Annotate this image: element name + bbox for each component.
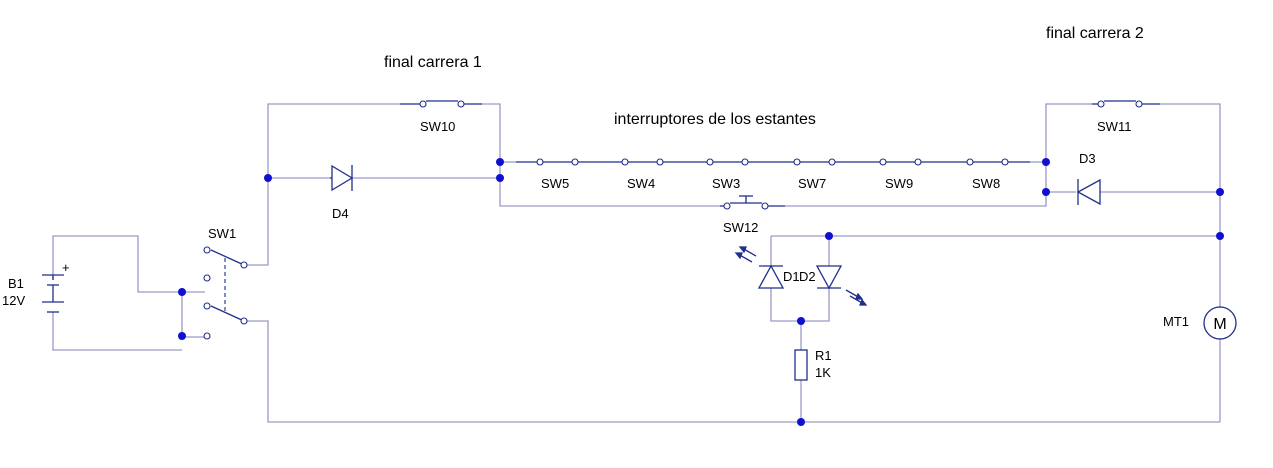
d1-label: D1 — [783, 269, 800, 284]
switch-sw11: SW11 — [1092, 100, 1160, 134]
d2-label: D2 — [799, 269, 816, 284]
motor-mt1: M MT1 — [1163, 306, 1237, 340]
sw7-label: SW7 — [798, 176, 826, 191]
sw5-label: SW5 — [541, 176, 569, 191]
d3-label: D3 — [1079, 151, 1096, 166]
sw4-label: SW4 — [627, 176, 655, 191]
battery-label: B1 — [8, 276, 24, 291]
r1-value: 1K — [815, 365, 831, 380]
switch-sw5: SW5 — [536, 158, 579, 191]
diode-d4: D4 — [330, 164, 354, 221]
switch-sw4: SW4 — [621, 158, 664, 191]
d4-label: D4 — [332, 206, 349, 221]
resistor-r1: R1 1K — [794, 348, 832, 381]
battery-plus-sign: + — [62, 260, 70, 275]
diode-d3: D3 — [1076, 151, 1101, 206]
shelf-switch-chain: SW5 SW4 SW3 SW7 SW9 SW8 — [516, 158, 1030, 191]
sw1-label: SW1 — [208, 226, 236, 241]
switch-sw3: SW3 — [706, 158, 749, 191]
sw3-label: SW3 — [712, 176, 740, 191]
pushbutton-sw12: SW12 — [720, 195, 785, 235]
junction-dots — [178, 158, 1224, 426]
switch-sw10: SW10 — [400, 100, 482, 134]
sw9-label: SW9 — [885, 176, 913, 191]
wires — [52, 103, 1221, 423]
led-d1: D1 — [734, 246, 800, 289]
limit-switch-2-title: final carrera 2 — [1046, 25, 1144, 42]
switch-sw9: SW9 — [879, 158, 922, 191]
battery-voltage: 12V — [2, 293, 25, 308]
switch-sw7: SW7 — [793, 158, 836, 191]
limit-switch-1-title: final carrera 1 — [384, 54, 482, 71]
battery-b1: + B1 12V — [2, 260, 70, 313]
sw11-label: SW11 — [1097, 119, 1131, 134]
sw8-label: SW8 — [972, 176, 1000, 191]
r1-label: R1 — [815, 348, 832, 363]
switch-sw8: SW8 — [966, 158, 1009, 191]
motor-symbol: M — [1213, 316, 1226, 333]
mt1-label: MT1 — [1163, 314, 1189, 329]
sw10-label: SW10 — [420, 119, 455, 134]
sw12-label: SW12 — [723, 220, 758, 235]
switch-sw1: SW1 — [203, 226, 248, 340]
shelf-switches-title: interruptores de los estantes — [614, 111, 816, 128]
led-d2: D2 — [799, 265, 868, 306]
